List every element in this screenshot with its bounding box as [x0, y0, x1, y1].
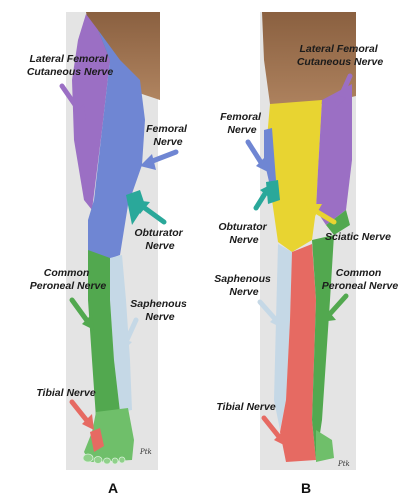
arrow-a-lateral-femoral-cutaneous — [59, 83, 83, 115]
panel-a-toes — [82, 453, 126, 465]
region-a-lateral-femoral-cutaneous — [72, 14, 110, 210]
arrowhead-b-saphenous — [270, 312, 282, 328]
arrowhead-b-lateral — [334, 94, 346, 108]
arrow-b-saphenous — [257, 299, 279, 323]
label-b-femoral: Femoral Nerve — [220, 111, 264, 136]
panel-a: Ptk Lateral Femoral Cutaneous Nerve Femo… — [27, 12, 190, 496]
panel-b-buttock-skin — [262, 12, 356, 112]
region-a-obturator — [126, 190, 145, 225]
panel-b-signature: Ptk — [337, 460, 350, 468]
arrow-a-femoral — [147, 149, 179, 165]
region-b-saphenous — [274, 244, 292, 430]
arrowhead-b-tibial — [274, 430, 286, 446]
region-a-common-peroneal — [88, 250, 120, 420]
label-a-saphenous: Saphenous Nerve — [130, 298, 190, 323]
arrowhead-b-obturator — [260, 184, 272, 198]
arrow-a-obturator — [139, 203, 167, 225]
panel-a-letter: A — [108, 480, 118, 496]
arrowhead-b-peroneal — [320, 308, 336, 322]
arrowhead-b-femoral — [256, 156, 268, 172]
arrow-a-tibial — [69, 399, 91, 425]
arrowhead-a-obturator — [134, 200, 150, 214]
label-a-lateral-femoral-cutaneous: Lateral Femoral Cutaneous Nerve — [27, 53, 114, 78]
label-b-saphenous: Saphenous Nerve — [214, 273, 274, 298]
label-a-common-peroneal: Common Peroneal Nerve — [30, 267, 107, 292]
panel-a-hip-skin — [86, 12, 160, 100]
region-b-common-peroneal — [312, 235, 334, 460]
region-b-sciatic — [266, 100, 322, 252]
arrow-b-obturator — [253, 189, 269, 211]
arrowhead-a-lateral — [74, 104, 86, 120]
arrow-b-tibial — [261, 415, 283, 441]
region-a-saphenous — [110, 255, 132, 412]
arrow-a-saphenous — [123, 317, 139, 345]
arrowhead-a-femoral — [140, 154, 156, 170]
panel-b: Ptk Lateral Femoral Cutaneous Nerve Femo… — [214, 12, 398, 496]
panel-a-signature: Ptk — [139, 448, 152, 456]
region-b-lateral-femoral-cutaneous — [316, 84, 352, 225]
panel-b-letter: B — [301, 480, 311, 496]
region-b-heel-lateral — [316, 430, 334, 462]
label-a-tibial: Tibial Nerve — [36, 387, 95, 399]
arrow-b-common-peroneal — [325, 293, 349, 319]
label-a-femoral: Femoral Nerve — [146, 123, 190, 148]
region-a-femoral — [88, 30, 145, 262]
arrowhead-b-sciatic — [306, 204, 322, 218]
label-b-sciatic: Sciatic Nerve — [325, 231, 391, 243]
region-a-tibial — [90, 428, 104, 452]
region-b-tibial — [280, 244, 316, 462]
arrowhead-a-saphenous — [120, 338, 132, 352]
label-b-tibial: Tibial Nerve — [216, 401, 275, 413]
arrowhead-a-tibial — [82, 414, 94, 430]
label-b-lateral-femoral-cutaneous: Lateral Femoral Cutaneous Nerve — [297, 43, 384, 68]
arrow-b-lateral-femoral-cutaneous — [337, 73, 353, 101]
arrow-b-femoral — [245, 139, 265, 167]
label-a-obturator: Obturator Nerve — [134, 227, 185, 252]
arrowhead-a-peroneal — [82, 314, 94, 330]
region-b-thigh-lateral-green — [326, 210, 350, 235]
label-b-common-peroneal: Common Peroneal Nerve — [322, 267, 399, 292]
label-b-obturator: Obturator Nerve — [218, 221, 269, 246]
arrow-a-common-peroneal — [69, 297, 91, 325]
